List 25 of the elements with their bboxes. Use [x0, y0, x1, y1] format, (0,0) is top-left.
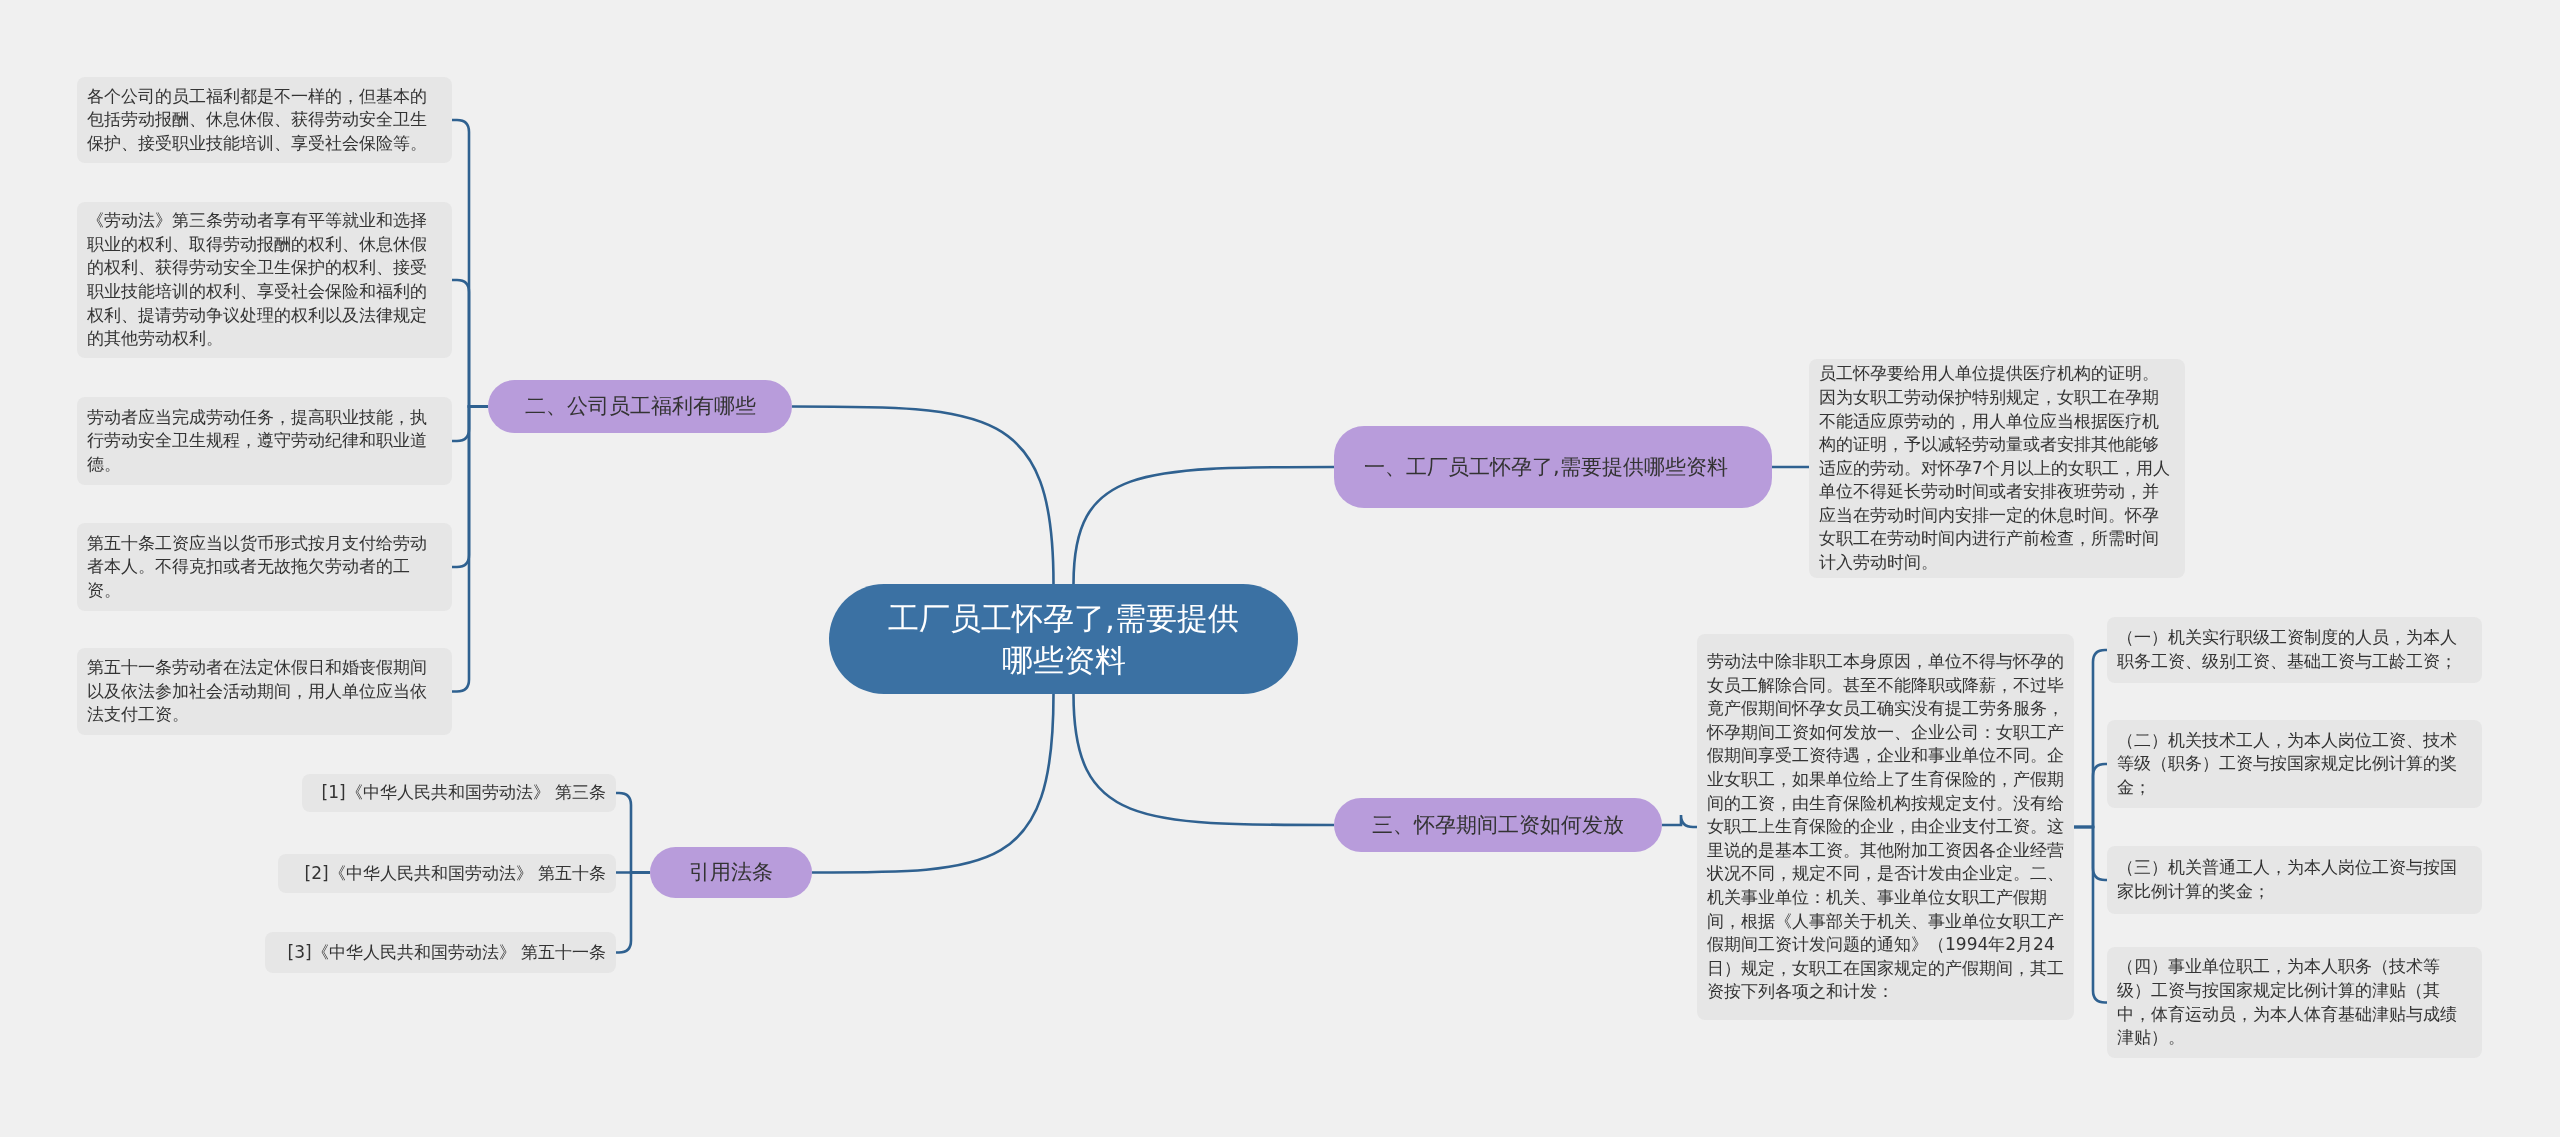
- text-box: 《劳动法》第三条劳动者享有平等就业和选择职业的权利、取得劳动报酬的权利、休息休假的权利、获得劳动安全卫生保护的权利、接受职业技能培训的权利、享受社会保险和福利的权利、提请劳动争议处理的权利以及法律规定的其他劳动权利。: [77, 202, 452, 358]
- branch-topic: 二、公司员工福利有哪些: [488, 380, 792, 433]
- text-box: 第五十一条劳动者在法定休假日和婚丧假期间以及依法参加社会活动期间，用人单位应当依法支付工资。: [77, 648, 452, 735]
- connector-line: [1662, 813, 1697, 829]
- branch-topic: 一、工厂员工怀孕了,需要提供哪些资料: [1334, 426, 1772, 508]
- text-box: （三）机关普通工人，为本人岗位工资与按国家比例计算的奖金；: [2107, 846, 2482, 914]
- reference-box: [1]《中华人民共和国劳动法》 第三条: [302, 774, 616, 812]
- text-box: （二）机关技术工人，为本人岗位工资、技术等级（职务）工资与按国家规定比例计算的奖金；: [2107, 720, 2482, 808]
- text-box: （四）事业单位职工，为本人职务（技术等级）工资与按国家规定比例计算的津贴（其中，体育运动员，为本人体育基础津贴与成绩津贴）。: [2107, 947, 2482, 1058]
- text-box: 劳动法中除非职工本身原因，单位不得与怀孕的女员工解除合同。甚至不能降职或降薪，不过毕竟产假期间怀孕女员工确实没有提工劳务服务，怀孕期间工资如何发放一、企业公司：女职工产假期间享受工资待遇，企业和事业单位不同。企业女职工，如果单位给上了生育保险的，产假期间的工资，由生育保险机构按规定支付。没有给女职工上生育保险的企业，由企业支付工资。这里说的是基本工资。其他附加工资因各企业经营状况不同，规定不同，是否计发由企业定。二、机关事业单位：机关、事业单位女职工产假期间，根据《人事部关于机关、事业单位女职工产假期间工资计发问题的通知》（1994年2月24日）规定，女职工在国家规定的产假期间，其工资按下列各项之和计发：: [1697, 634, 2074, 1020]
- connector-line: [812, 693, 1055, 874]
- connector-line: [1072, 465, 1334, 585]
- reference-box: [3]《中华人民共和国劳动法》 第五十一条: [265, 932, 616, 973]
- connector-line: [1772, 465, 1809, 469]
- text-box: 第五十条工资应当以货币形式按月支付给劳动者本人。不得克扣或者无故拖欠劳动者的工资。: [77, 523, 452, 611]
- text-box: 员工怀孕要给用人单位提供医疗机构的证明。因为女职工劳动保护特别规定，女职工在孕期不能适应原劳动的，用人单位应当根据医疗机构的证明，予以减轻劳动量或者安排其他能够适应的劳动。对怀孕7个月以上的女职工，用人单位不得延长劳动时间或者安排夜班劳动，并应当在劳动时间内安排一定的休息时间。怀孕女职工在劳动时间内进行产前检查，所需时间计入劳动时间。: [1809, 359, 2185, 578]
- central-topic: 工厂员工怀孕了,需要提供哪些资料: [829, 584, 1298, 694]
- reference-box: [2]《中华人民共和国劳动法》 第五十条: [278, 854, 616, 893]
- text-box: （一）机关实行职级工资制度的人员，为本人职务工资、级别工资、基础工资与工龄工资；: [2107, 617, 2482, 683]
- text-box: 各个公司的员工福利都是不一样的，但基本的包括劳动报酬、休息休假、获得劳动安全卫生保护、接受职业技能培训、享受社会保险等。: [77, 77, 452, 163]
- connector-line: [1072, 693, 1334, 827]
- connector-line: [792, 405, 1055, 585]
- branch-topic: 三、怀孕期间工资如何发放: [1334, 798, 1662, 852]
- branch-topic: 引用法条: [650, 847, 812, 898]
- text-box: 劳动者应当完成劳动任务，提高职业技能，执行劳动安全卫生规程，遵守劳动纪律和职业道德。: [77, 397, 452, 485]
